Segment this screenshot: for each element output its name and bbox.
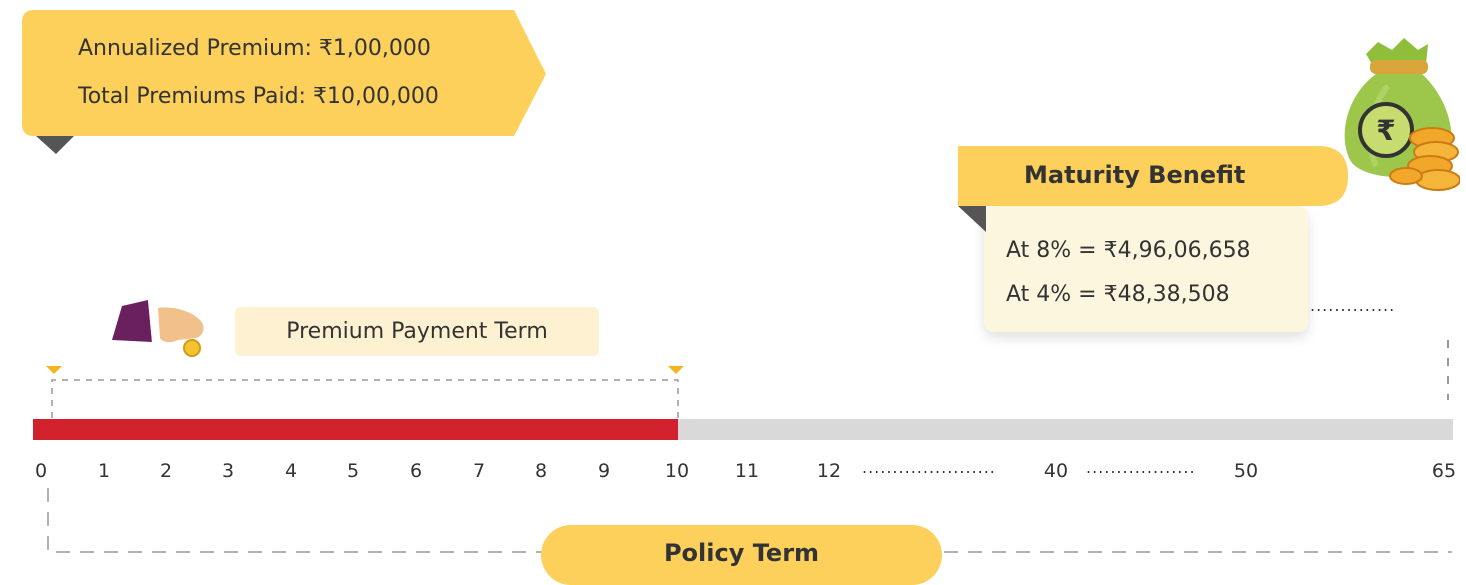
money-bag-icon: ₹ xyxy=(1344,38,1460,191)
rupee-symbol: ₹ xyxy=(1376,114,1395,147)
tick-label: 0 xyxy=(34,460,48,482)
start-marker xyxy=(46,366,62,374)
tick-label: 7 xyxy=(472,460,486,482)
premium-callout-shape xyxy=(22,10,546,154)
tick-label: 11 xyxy=(734,460,760,482)
maturity-header xyxy=(958,146,1348,232)
maturity-connector-dashed xyxy=(1447,340,1449,400)
maturity-at-8-text: At 8% = ₹4,96,06,658 xyxy=(1006,238,1251,263)
timeline-ellipsis: .................. xyxy=(1086,458,1196,477)
premium-payment-term-label: Premium Payment Term xyxy=(235,307,599,356)
maturity-values-box: At 8% = ₹4,96,06,658 At 4% = ₹48,38,508 xyxy=(984,206,1308,332)
maturity-connector-dots: .............. xyxy=(1310,296,1396,315)
tick-label: 8 xyxy=(534,460,548,482)
tick-label: 9 xyxy=(597,460,611,482)
maturity-at-4-text: At 4% = ₹48,38,508 xyxy=(1006,282,1230,307)
premium-callout: Annualized Premium: ₹1,00,000 Total Prem… xyxy=(22,10,546,154)
tick-label: 1 xyxy=(97,460,111,482)
maturity-benefit-title: Maturity Benefit xyxy=(1024,161,1246,189)
tick-label: 40 xyxy=(1043,460,1069,482)
total-premiums-paid-text: Total Premiums Paid: ₹10,00,000 xyxy=(78,84,439,109)
maturity-header-shape xyxy=(958,146,1348,232)
hand-with-coin-icon xyxy=(112,300,204,357)
tick-label: 4 xyxy=(284,460,298,482)
annualized-premium-text: Annualized Premium: ₹1,00,000 xyxy=(78,36,431,61)
policy-term-label: Policy Term xyxy=(663,539,820,567)
premium-paid-bar xyxy=(33,419,678,440)
tick-label: 12 xyxy=(816,460,842,482)
tick-label: 2 xyxy=(159,460,173,482)
timeline-ellipsis: ...................... xyxy=(862,458,996,477)
premium-payment-bracket xyxy=(46,366,684,418)
tick-label: 10 xyxy=(664,460,690,482)
tick-label: 6 xyxy=(409,460,423,482)
tick-label: 5 xyxy=(346,460,360,482)
end-marker xyxy=(668,366,684,374)
tick-label: 65 xyxy=(1431,460,1457,482)
policy-term-pill xyxy=(541,525,942,585)
tick-label: 3 xyxy=(221,460,235,482)
coin-stack xyxy=(1389,127,1460,191)
tick-label: 50 xyxy=(1233,460,1259,482)
